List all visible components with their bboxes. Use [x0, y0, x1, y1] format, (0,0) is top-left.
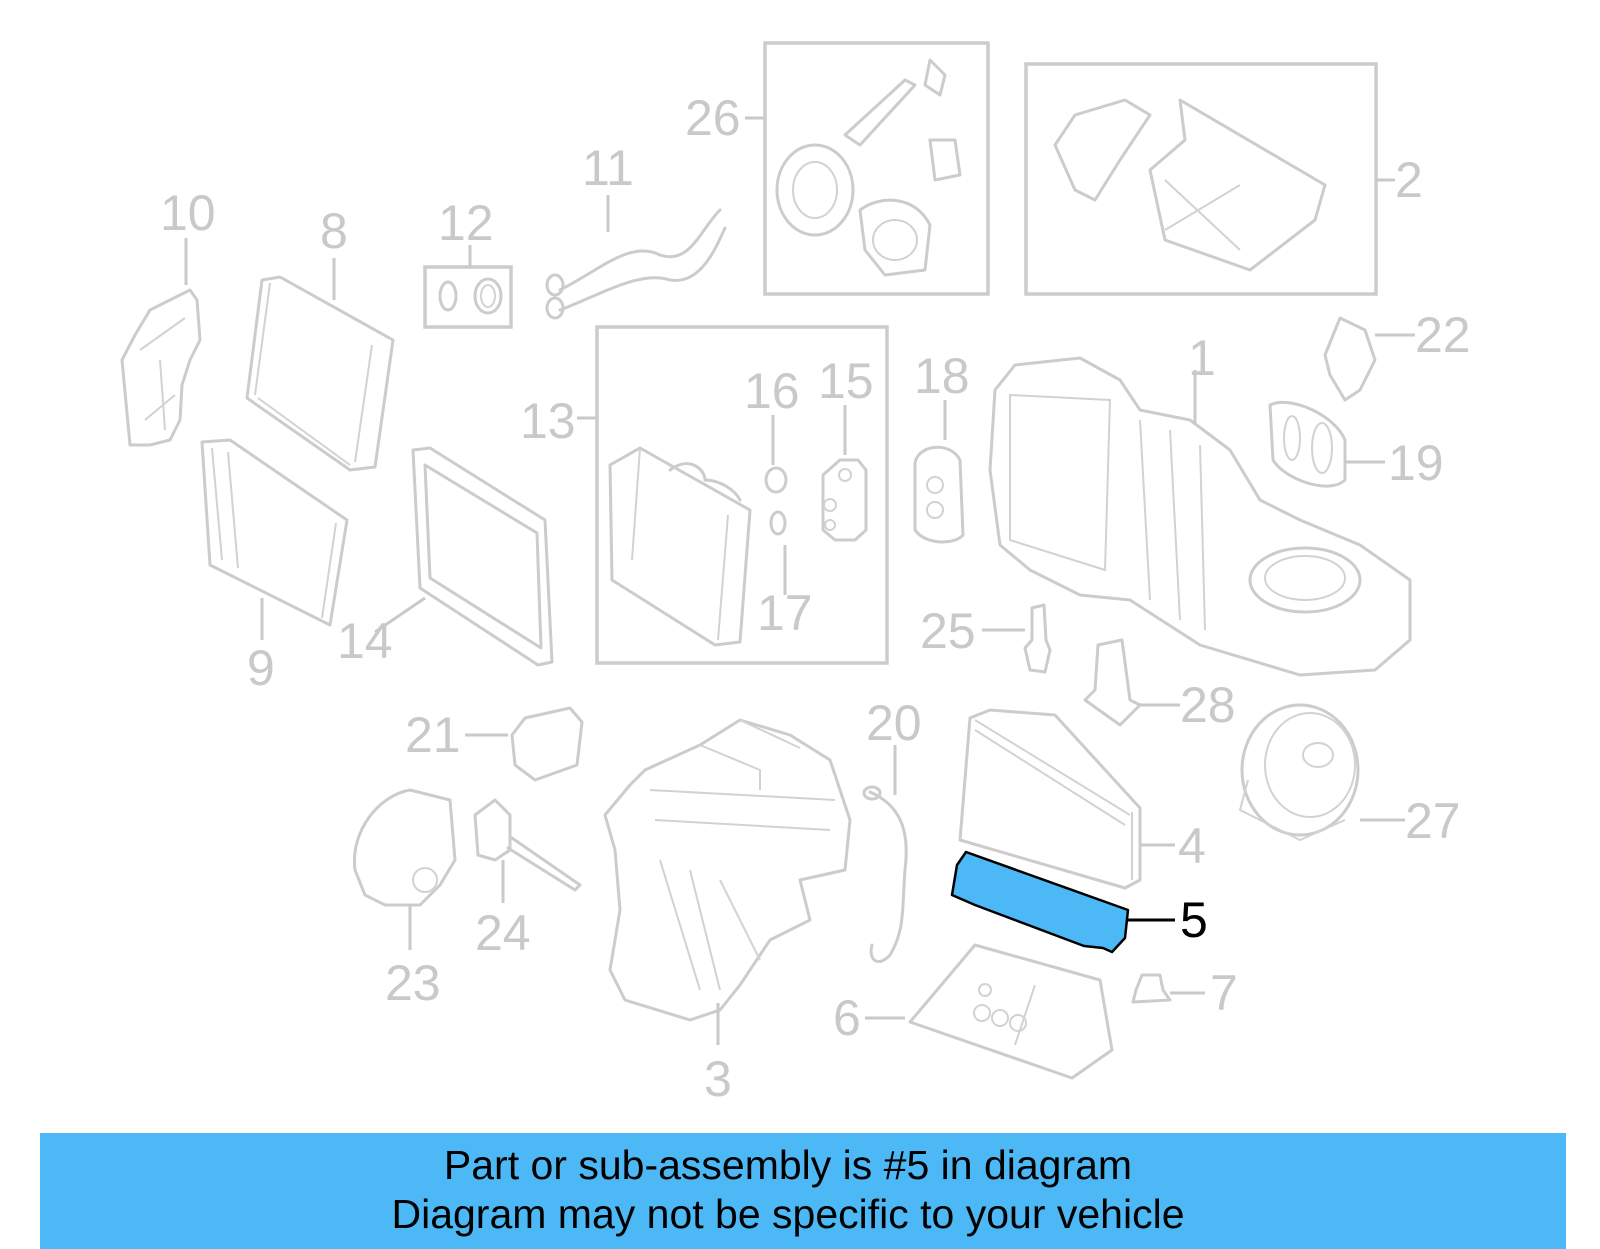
- callout-15: 15: [818, 353, 874, 409]
- part-25-screw: [1023, 603, 1052, 674]
- part-7-nut: [1131, 973, 1172, 1004]
- part-1-housing: [988, 356, 1412, 677]
- part-13-evaporator: [608, 446, 752, 647]
- callout-27: 27: [1405, 793, 1461, 849]
- callout-18: 18: [914, 348, 970, 404]
- part-27-blower-motor: [1238, 703, 1360, 842]
- group-box-2: [1024, 62, 1378, 296]
- callout-7: 7: [1210, 965, 1238, 1021]
- part-9-condenser: [200, 438, 349, 627]
- leader-lines: [184, 116, 1415, 1045]
- callout-25: 25: [920, 603, 976, 659]
- part-3-heater-case: [603, 718, 852, 1022]
- callout-11: 11: [582, 140, 634, 196]
- callout-14: 14: [337, 613, 393, 669]
- part-8-filter: [245, 275, 395, 472]
- callout-16: 16: [744, 363, 800, 419]
- part-21-actuator: [510, 706, 584, 782]
- part-10-bracket: [120, 288, 202, 447]
- part-16-oring: [764, 466, 788, 494]
- callout-3: 3: [704, 1051, 732, 1107]
- part-23-motor: [352, 788, 457, 907]
- part-20-drain-hose: [862, 785, 908, 963]
- callout-5: 5: [1180, 892, 1208, 948]
- part-6-tray: [908, 943, 1114, 1080]
- callout-13: 13: [520, 393, 576, 449]
- part-18-sensor: [913, 445, 965, 544]
- callout-24: 24: [475, 905, 531, 961]
- part-15-expansion-valve: [821, 458, 868, 542]
- part-2-covers: [1053, 98, 1327, 272]
- part-24-sensor: [473, 798, 582, 892]
- part-11-hoses: [545, 208, 727, 320]
- callout-4: 4: [1178, 818, 1206, 874]
- callout-22: 22: [1415, 307, 1471, 363]
- callout-26: 26: [685, 90, 741, 146]
- part-28-resistor: [1083, 638, 1142, 727]
- part-22-clip: [1323, 316, 1377, 402]
- callout-17: 17: [757, 585, 813, 641]
- caption-banner: Part or sub-assembly is #5 in diagram Di…: [40, 1133, 1566, 1249]
- callout-1: 1: [1188, 330, 1216, 386]
- caption-line-1: Part or sub-assembly is #5 in diagram: [443, 1142, 1133, 1188]
- callout-8: 8: [320, 203, 348, 259]
- part-26-actuators: [775, 58, 962, 277]
- part-19-gasket: [1268, 400, 1347, 488]
- group-box-26: [763, 41, 990, 296]
- part-5-highlighted: [950, 850, 1130, 954]
- callout-23: 23: [385, 955, 441, 1011]
- group-box-12: [423, 265, 513, 329]
- callout-6: 6: [833, 990, 861, 1046]
- callout-10: 10: [160, 185, 216, 241]
- part-14-filter-frame: [411, 446, 554, 667]
- callout-19: 19: [1388, 435, 1444, 491]
- group-box-13: [595, 325, 889, 665]
- callout-2: 2: [1395, 152, 1423, 208]
- part-17-oring: [769, 510, 787, 536]
- callout-9: 9: [247, 640, 275, 696]
- caption-line-2: Diagram may not be specific to your vehi…: [391, 1191, 1185, 1237]
- part-12-orings: [438, 277, 503, 315]
- callout-21: 21: [405, 707, 461, 763]
- callout-12: 12: [438, 195, 494, 251]
- callout-20: 20: [866, 695, 922, 751]
- callout-28: 28: [1180, 677, 1236, 733]
